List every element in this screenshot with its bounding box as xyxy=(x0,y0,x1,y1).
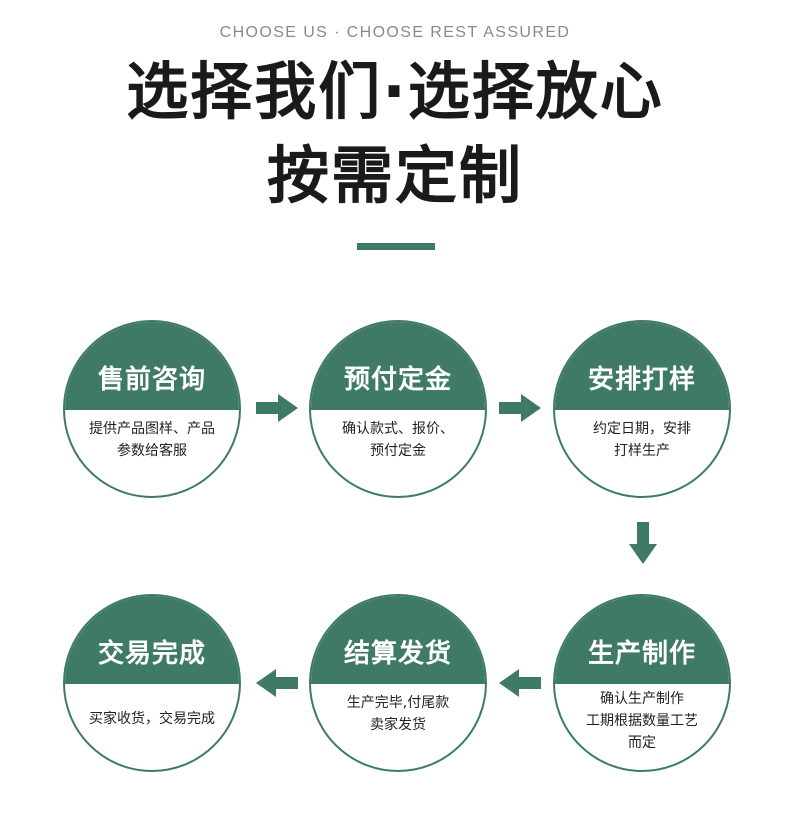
step-desc-line: 提供产品图样、产品 xyxy=(89,421,215,437)
step-desc-line: 确认款式、报价、 xyxy=(342,421,454,437)
step-desc-line: 卖家发货 xyxy=(370,717,426,733)
step-desc-line: 打样生产 xyxy=(614,443,670,459)
step-presale-consultation: 售前咨询 提供产品图样、产品 参数给客服 xyxy=(63,320,241,498)
arrow-right-icon xyxy=(256,394,298,422)
arrow-down-icon xyxy=(629,522,657,564)
step-desc-line: 约定日期，安排 xyxy=(593,421,691,437)
step-title: 生产制作 xyxy=(555,596,729,684)
step-description: 生产完毕,付尾款 卖家发货 xyxy=(325,692,471,736)
step-desc-line: 生产完毕,付尾款 xyxy=(346,695,450,711)
step-deposit: 预付定金 确认款式、报价、 预付定金 xyxy=(309,320,487,498)
arrow-left-icon xyxy=(499,669,541,697)
step-desc-line: 确认生产制作 xyxy=(600,691,684,707)
arrow-left-icon xyxy=(256,669,298,697)
step-sampling: 安排打样 约定日期，安排 打样生产 xyxy=(553,320,731,498)
step-desc-line: 参数给客服 xyxy=(117,443,187,459)
step-production: 生产制作 确认生产制作 工期根据数量工艺 而定 xyxy=(553,594,731,772)
step-description: 买家收货，交易完成 xyxy=(79,708,225,730)
step-desc-line: 预付定金 xyxy=(370,443,426,459)
step-settlement-shipping: 结算发货 生产完毕,付尾款 卖家发货 xyxy=(309,594,487,772)
page-title-line2: 按需定制 xyxy=(266,139,523,212)
subtitle: CHOOSE US · CHOOSE REST ASSURED xyxy=(219,24,571,41)
step-description: 提供产品图样、产品 参数给客服 xyxy=(79,418,225,462)
step-description: 确认生产制作 工期根据数量工艺 而定 xyxy=(569,688,715,754)
step-title: 结算发货 xyxy=(311,596,485,684)
step-title: 交易完成 xyxy=(65,596,239,684)
title-divider xyxy=(357,243,435,250)
page-title: 选择我们·选择放心 xyxy=(126,55,664,128)
step-title: 安排打样 xyxy=(555,322,729,410)
step-description: 确认款式、报价、 预付定金 xyxy=(325,418,471,462)
step-title: 预付定金 xyxy=(311,322,485,410)
step-title: 售前咨询 xyxy=(65,322,239,410)
step-transaction-complete: 交易完成 买家收货，交易完成 xyxy=(63,594,241,772)
step-desc-line: 而定 xyxy=(628,735,656,751)
step-description: 约定日期，安排 打样生产 xyxy=(569,418,715,462)
step-desc-line: 买家收货，交易完成 xyxy=(89,711,215,727)
arrow-right-icon xyxy=(499,394,541,422)
step-desc-line: 工期根据数量工艺 xyxy=(586,713,698,729)
